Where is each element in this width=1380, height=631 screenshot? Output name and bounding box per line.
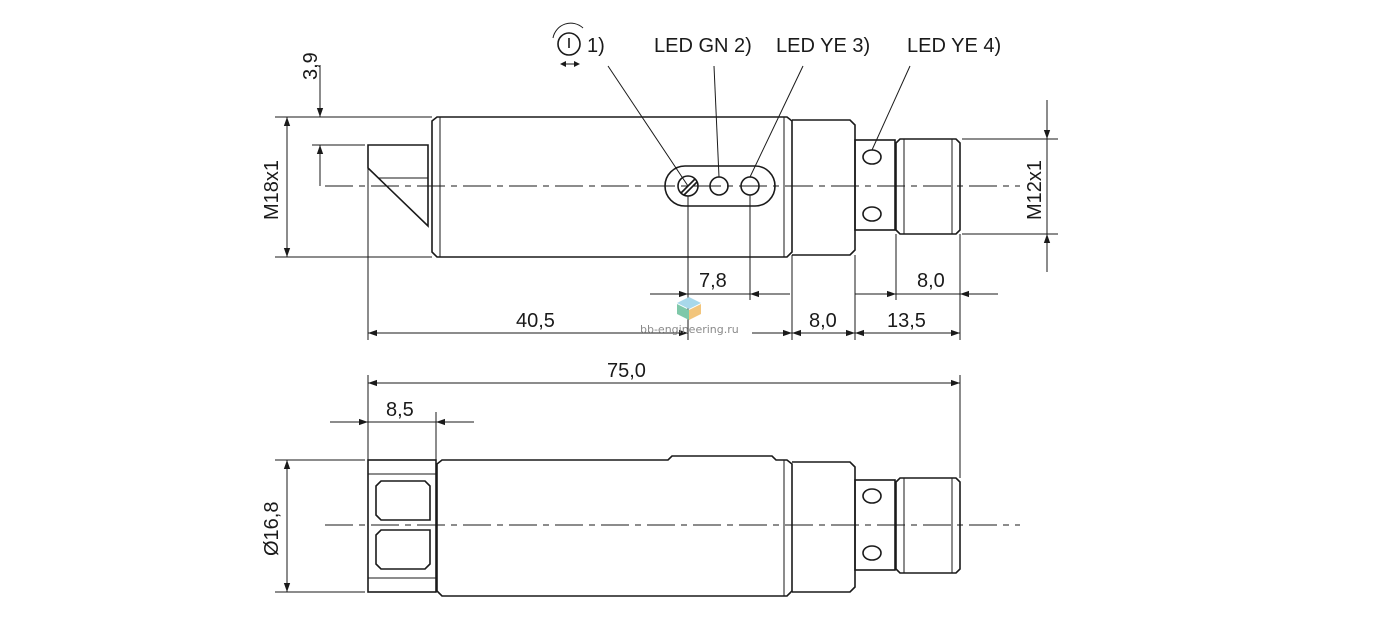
label-adjust-ref: 1) (587, 35, 605, 57)
label-led-ye4: LED YE 4) (907, 35, 1001, 57)
label-led-gn: LED GN 2) (654, 35, 752, 57)
dim-75-0: 75,0 (607, 360, 646, 382)
dim-8-5: 8,5 (386, 399, 414, 421)
led-ye4-icon (862, 149, 882, 165)
bottom-neck (792, 461, 856, 593)
bottom-connector (895, 477, 961, 574)
top-view (325, 116, 1020, 258)
optic-window-lower (375, 529, 431, 570)
dim-3-9: 3,9 (300, 52, 322, 80)
connector-collar (854, 139, 896, 231)
m12-connector (895, 138, 961, 235)
front-cap (367, 459, 437, 593)
main-housing (431, 116, 793, 258)
overall-dimension (367, 375, 961, 478)
rear-neck (792, 119, 856, 256)
led-window (664, 165, 776, 207)
watermark: bb-engineering.ru (640, 297, 739, 336)
label-led-ye3: LED YE 3) (776, 35, 870, 57)
dim-8-0-top: 8,0 (917, 270, 945, 292)
label-m12: M12x1 (1024, 160, 1046, 220)
bottom-view (325, 455, 1020, 597)
bottom-dimensions (275, 412, 474, 593)
dim-7-8: 7,8 (699, 270, 727, 292)
adjust-symbol (552, 22, 584, 67)
leader-lines (607, 65, 911, 187)
top-dimensions (275, 65, 1058, 340)
dim-8-0-mid: 8,0 (809, 310, 837, 332)
dim-13-5: 13,5 (887, 310, 926, 332)
watermark-text: bb-engineering.ru (640, 323, 739, 336)
label-diameter: Ø16,8 (261, 502, 283, 556)
dim-40-5: 40,5 (516, 310, 555, 332)
bottom-housing (436, 455, 793, 597)
label-m18: M18x1 (261, 160, 283, 220)
optic-window-upper (375, 480, 431, 521)
